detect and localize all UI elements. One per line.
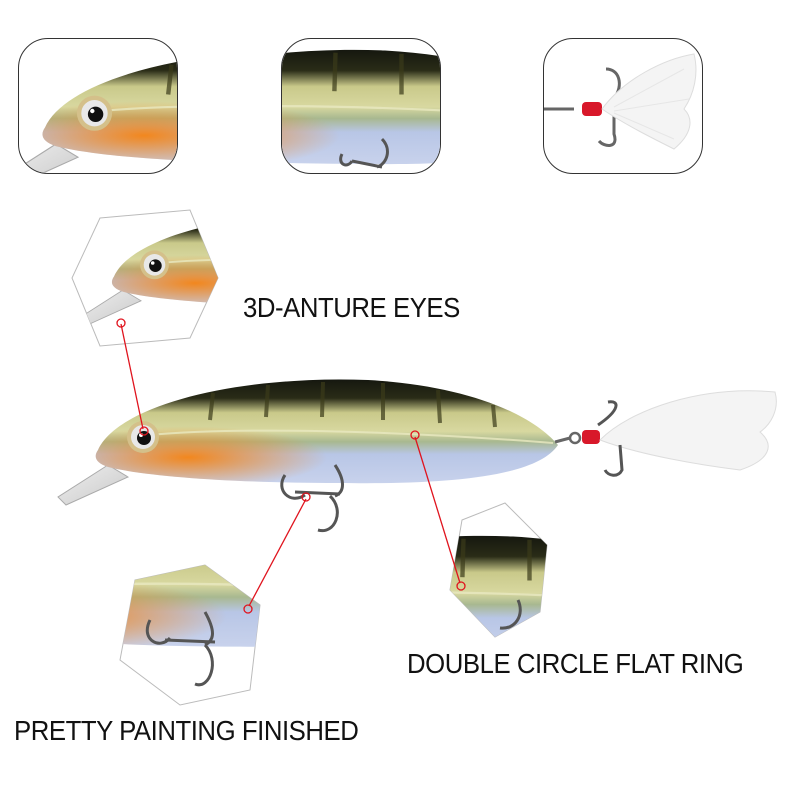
callout-lines — [116, 318, 466, 614]
tail-feather-hook-icon — [554, 390, 777, 477]
head-detail-panel — [18, 38, 178, 174]
belly-treble-hook-icon — [280, 464, 344, 533]
paint-callout-hexagon — [119, 564, 261, 706]
main-lure-image — [56, 377, 560, 507]
ring-callout-hexagon — [449, 502, 548, 638]
treble-hook-icon — [339, 137, 389, 169]
feather-hook-image — [544, 53, 697, 150]
eyes-feature-label: 3D-ANTURE EYES — [243, 292, 460, 323]
eye-callout-hexagon — [71, 209, 219, 347]
lure-body-image — [282, 39, 441, 174]
paint-feature-label: PRETTY PAINTING FINISHED — [14, 715, 359, 746]
ring-feature-label: DOUBLE CIRCLE FLAT RING — [407, 648, 744, 679]
tail-detail-panel — [543, 38, 703, 174]
body-detail-panel — [281, 38, 441, 174]
